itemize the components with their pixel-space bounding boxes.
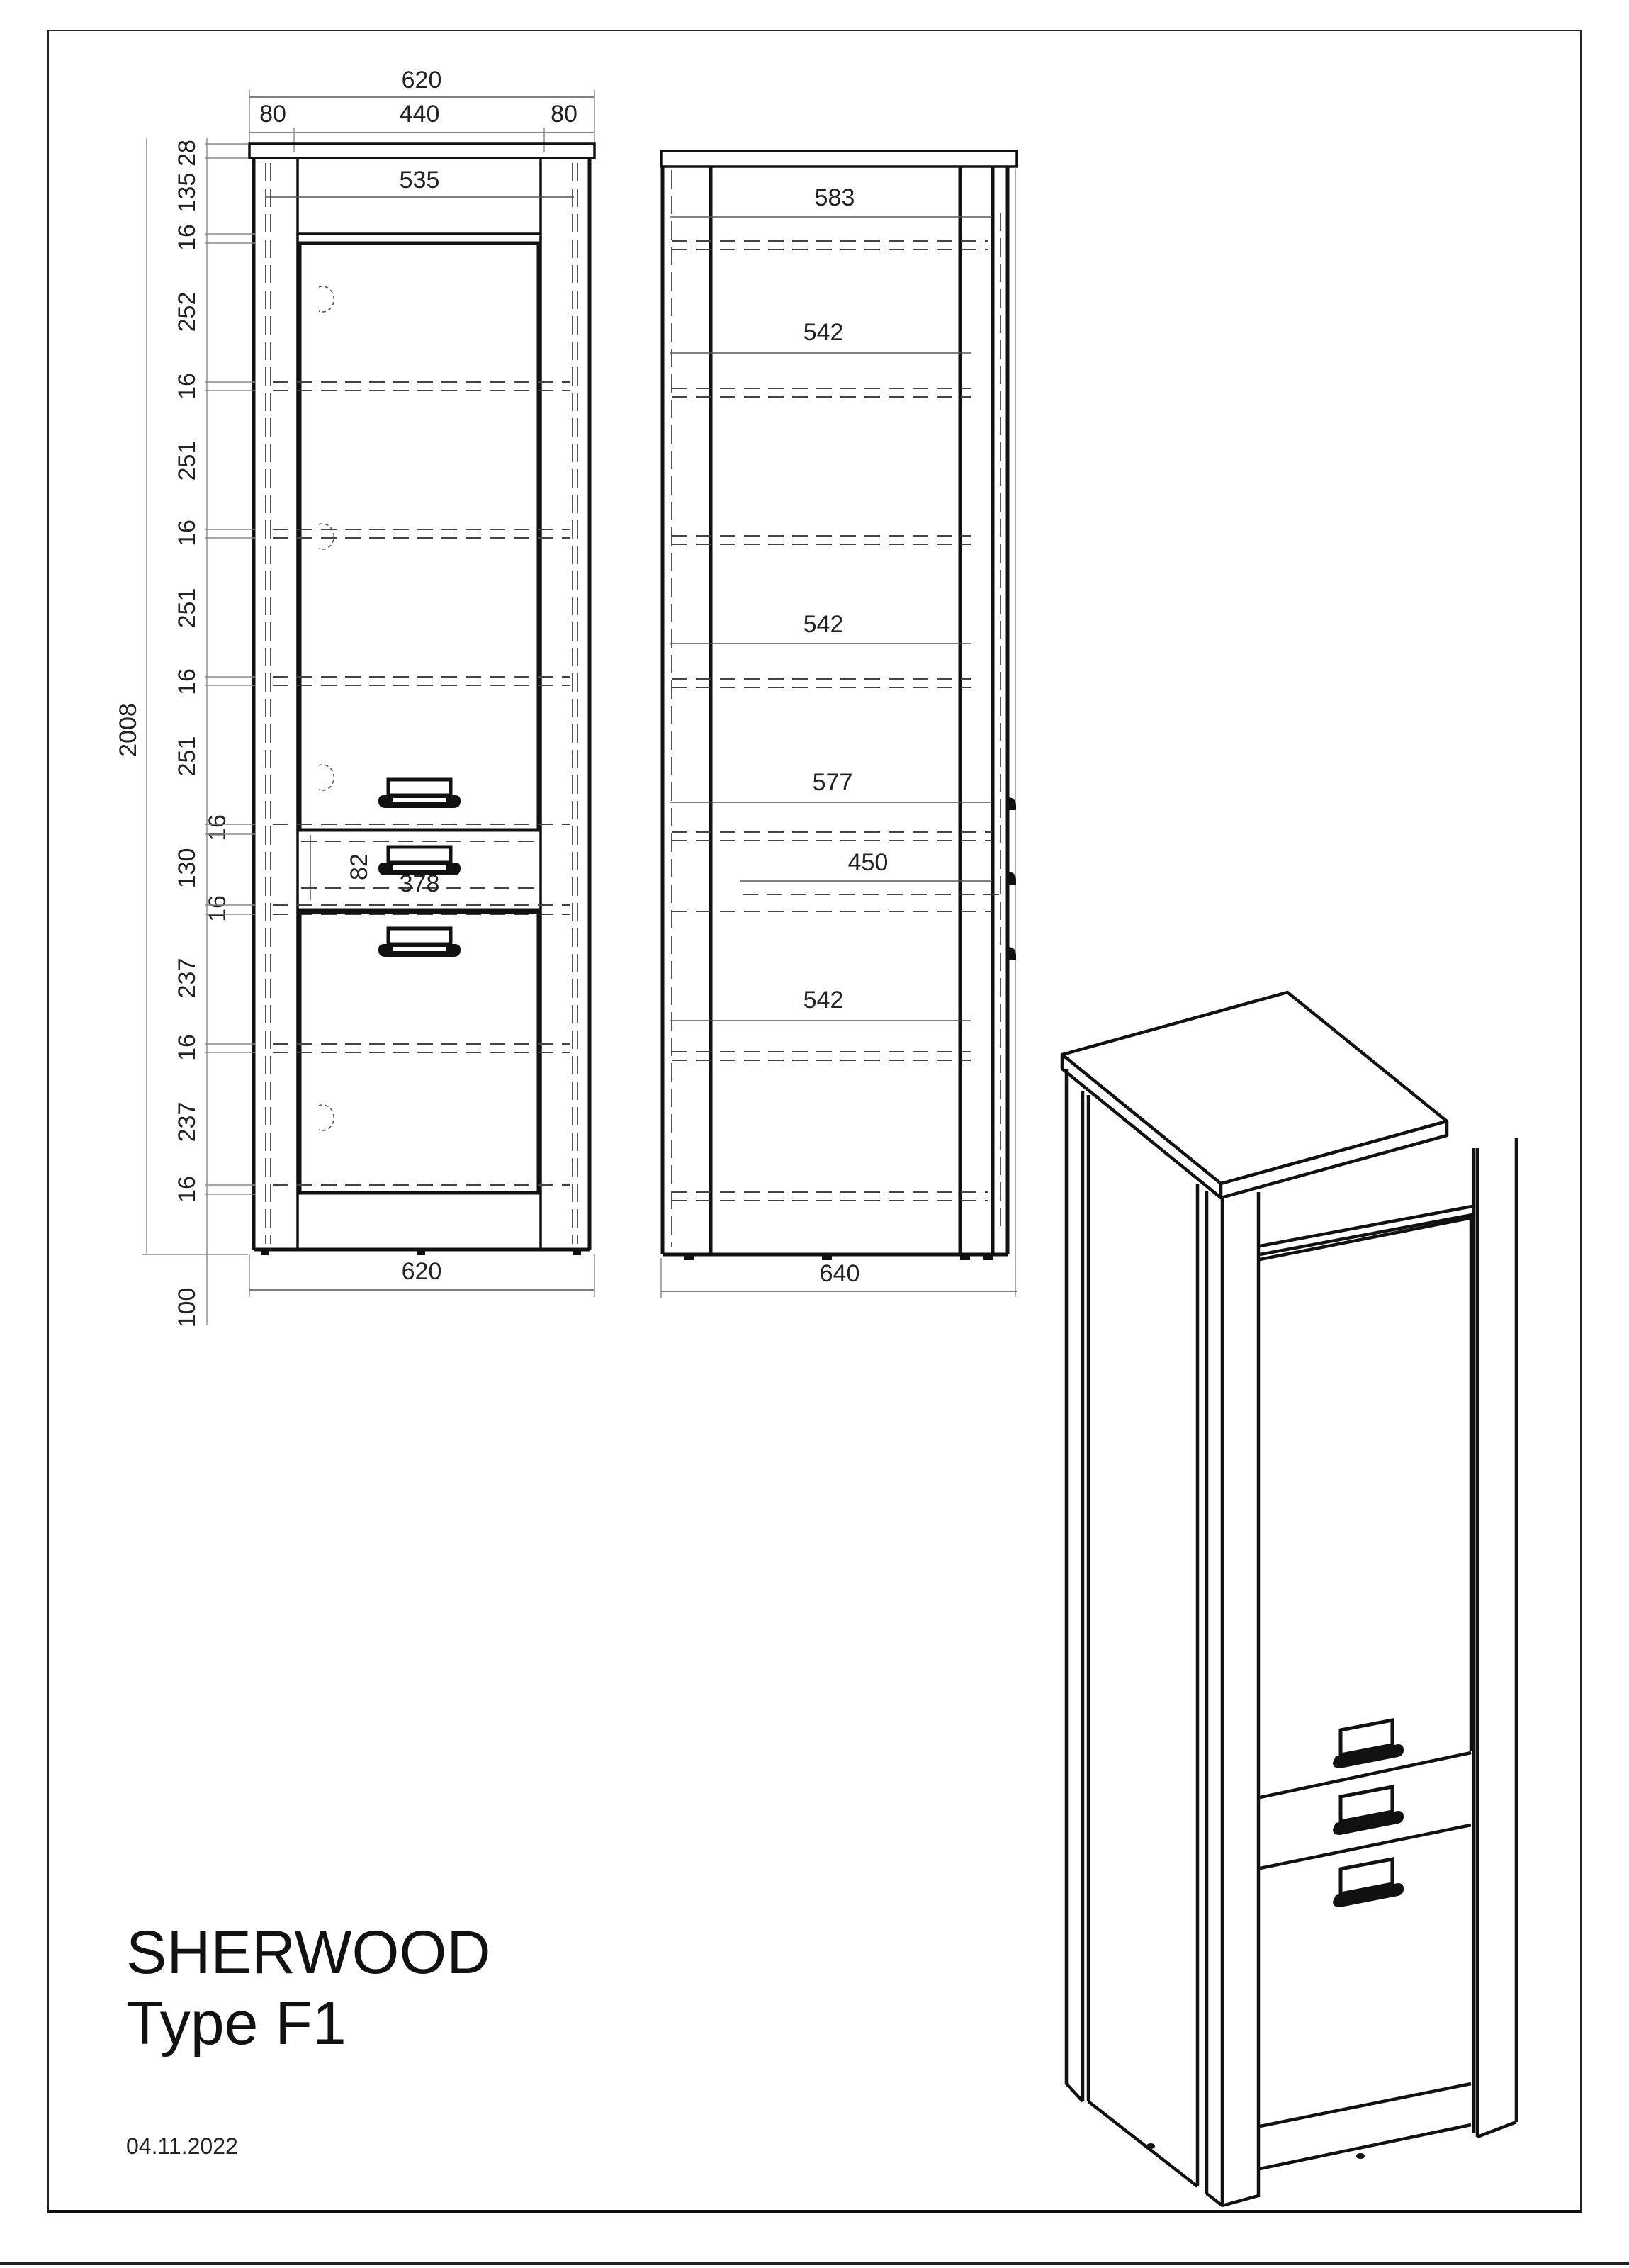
svg-text:135: 135 [174, 173, 201, 213]
drawing-date: 04.11.2022 [126, 2133, 238, 2159]
dim-front-overall-width: 620 [402, 67, 442, 94]
svg-text:28: 28 [174, 140, 201, 167]
svg-text:237: 237 [174, 1102, 201, 1143]
svg-text:16: 16 [204, 814, 231, 841]
dim-side-overall-depth: 640 [820, 1260, 860, 1287]
dim-front-bottom-width: 620 [402, 1258, 442, 1285]
dim-side-shelf-depth-2: 542 [804, 611, 844, 638]
dim-side-drawer-depth: 450 [848, 849, 889, 876]
dim-side-shelf-depth-3: 542 [804, 987, 844, 1014]
height-dimension-chain: 28 135 16 252 16 251 16 251 16 251 130 1… [174, 140, 231, 1327]
hinge-icon [1008, 947, 1016, 960]
dim-front-right-pillar: 80 [551, 101, 577, 128]
product-type: Type F1 [126, 1989, 346, 2058]
dim-side-top-depth: 583 [815, 184, 855, 211]
handle-icon [378, 845, 461, 875]
dim-front-inner-width: 535 [400, 167, 440, 193]
title-block: SHERWOOD Type F1 [126, 1917, 490, 2059]
dim-front-left-pillar: 80 [259, 101, 286, 128]
dim-plinth-height: 100 [174, 1288, 201, 1328]
side-view: 583 542 542 577 450 542 [660, 150, 1018, 1298]
dim-side-drawer-zone-depth: 577 [813, 769, 853, 796]
drawing-frame [47, 30, 1582, 2213]
svg-text:252: 252 [174, 292, 201, 332]
svg-text:16: 16 [204, 895, 231, 922]
svg-text:130: 130 [174, 848, 201, 889]
isometric-view [1060, 990, 1518, 2208]
dim-front-center: 440 [400, 101, 440, 128]
svg-text:16: 16 [174, 668, 201, 695]
handle-icon [378, 926, 461, 957]
svg-text:16: 16 [174, 224, 201, 251]
dim-drawer-height: 82 [346, 853, 373, 880]
svg-text:16: 16 [174, 1176, 201, 1203]
hinge-icon [1008, 872, 1016, 885]
svg-text:237: 237 [174, 958, 201, 999]
page-bottom-rule [0, 2262, 1629, 2265]
svg-text:16: 16 [174, 1034, 201, 1061]
dim-overall-height: 2008 [115, 703, 142, 757]
front-view: 620 80 440 80 535 [115, 67, 596, 1327]
handle-icon [1333, 1856, 1404, 1907]
handle-icon [378, 777, 461, 808]
svg-text:251: 251 [174, 441, 201, 481]
handle-icon [1333, 1717, 1404, 1768]
svg-text:251: 251 [174, 588, 201, 629]
hinge-icon [1008, 797, 1016, 810]
handle-icon [1333, 1784, 1404, 1835]
svg-text:16: 16 [174, 520, 201, 546]
svg-text:251: 251 [174, 736, 201, 777]
dim-side-shelf-depth-1: 542 [804, 319, 844, 346]
svg-text:16: 16 [174, 373, 201, 400]
product-name: SHERWOOD [126, 1919, 491, 1987]
